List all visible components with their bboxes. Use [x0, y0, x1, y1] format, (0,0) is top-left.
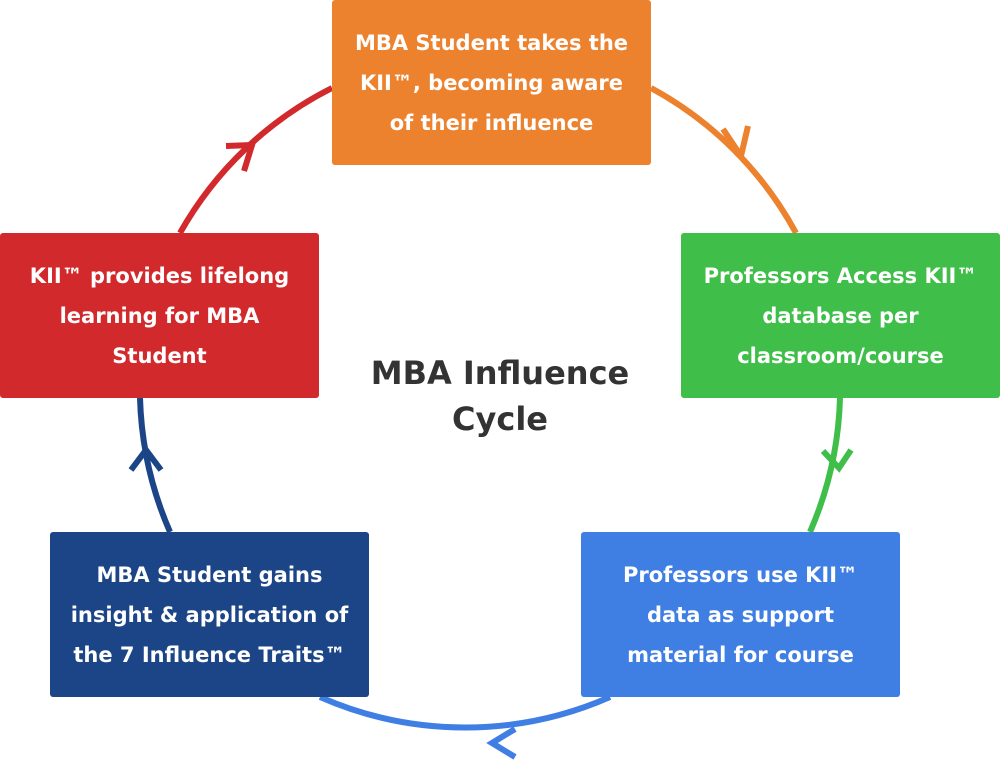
step-box-lifelong-learning: KII™ provides lifelong learning for MBA … — [0, 233, 319, 398]
step-label: MBA Student gains insight & application … — [70, 562, 349, 667]
diagram-title: MBA Influence Cycle — [340, 350, 660, 442]
arc-orange — [649, 85, 799, 235]
step-box-professors-use: Professors use KII™ data as support mate… — [581, 532, 900, 697]
arc-navy — [137, 397, 173, 534]
step-label: KII™ provides lifelong learning for MBA … — [29, 263, 290, 368]
arrow-red-icon — [225, 141, 257, 172]
diagram-title-line1: MBA Influence — [370, 354, 630, 392]
arrow-blue-icon — [486, 726, 517, 760]
step-box-professors-access: Professors Access KII™ database per clas… — [681, 233, 1000, 398]
step-label: Professors Access KII™ database per clas… — [703, 263, 978, 368]
diagram-title-line2: Cycle — [452, 400, 548, 438]
step-box-student-gains-insight: MBA Student gains insight & application … — [50, 532, 369, 697]
arc-green — [807, 397, 843, 534]
arrow-orange-icon — [720, 125, 751, 164]
step-label: MBA Student takes the KII™, becoming awa… — [354, 30, 629, 135]
arc-red — [177, 85, 334, 235]
arrow-navy-icon — [128, 445, 164, 472]
arrow-green-icon — [820, 448, 854, 473]
arc-blue — [318, 694, 612, 731]
step-label: Professors use KII™ data as support mate… — [622, 562, 859, 667]
step-box-take-kii: MBA Student takes the KII™, becoming awa… — [332, 0, 651, 165]
